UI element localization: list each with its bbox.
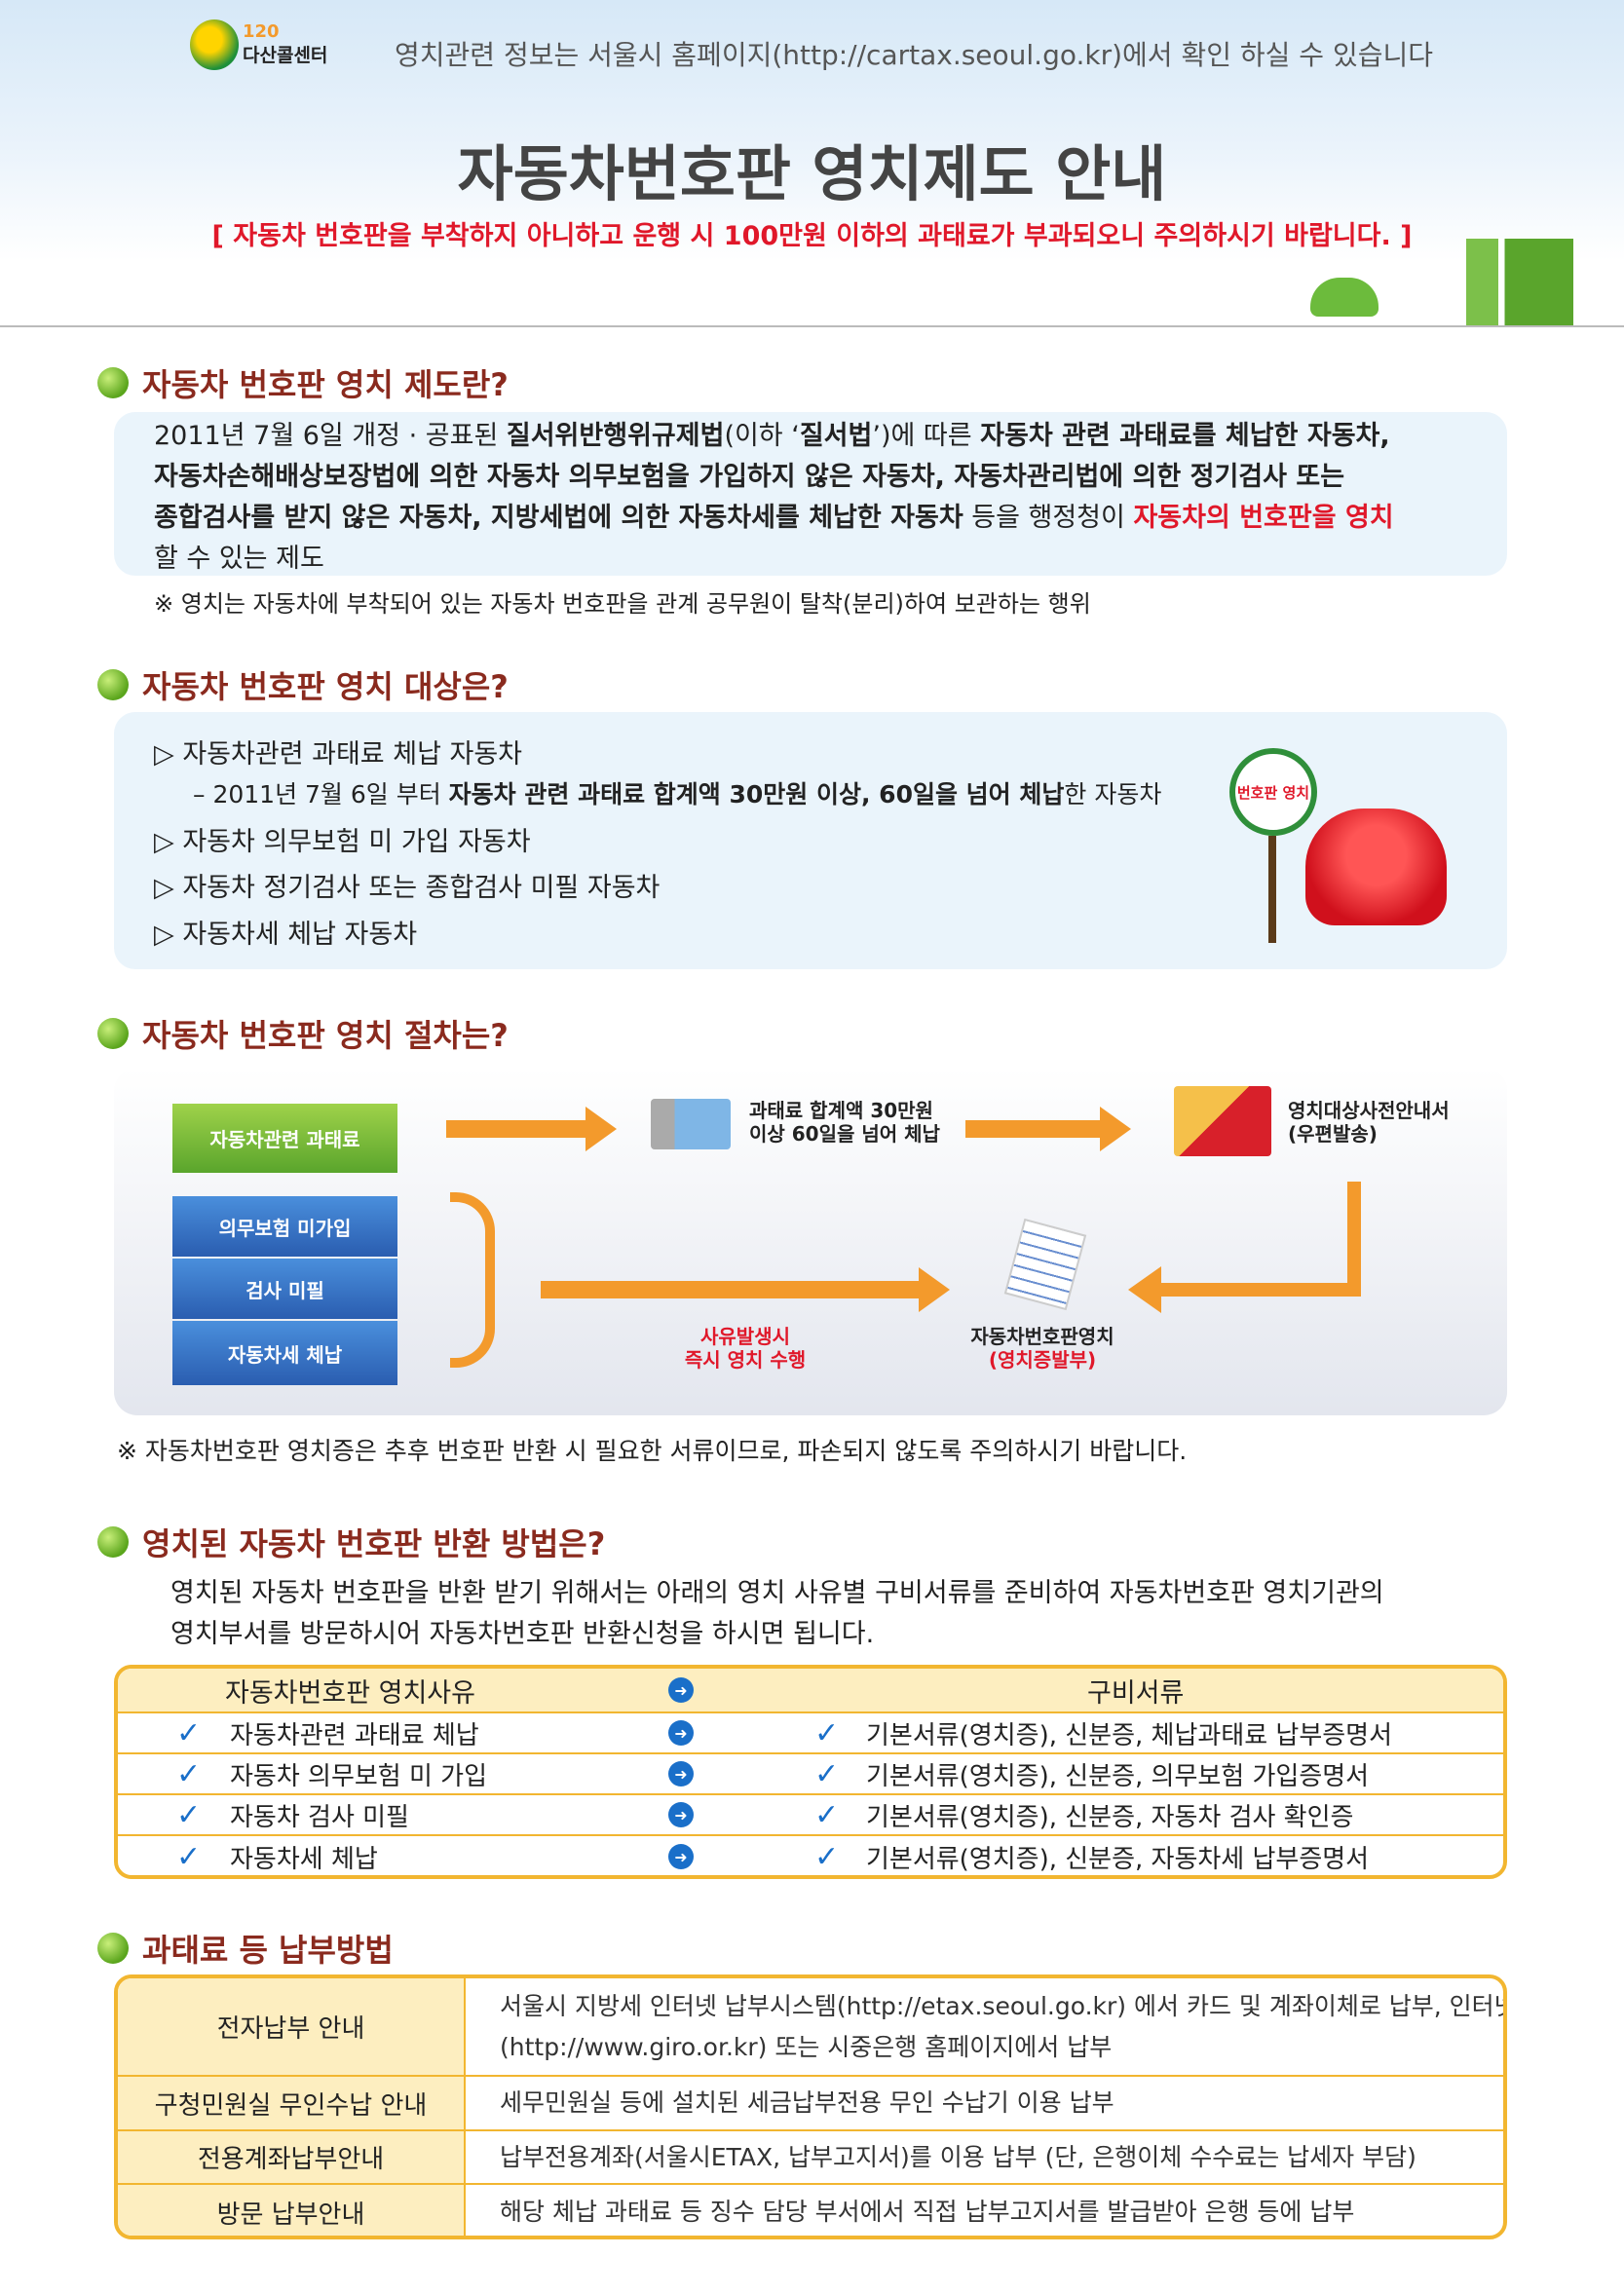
table-row: ✓ 자동차관련 과태료 체납 ➜ ✓ 기본서류(영치증), 신분증, 체납과태료… <box>118 1713 1503 1754</box>
bullet-icon <box>97 1526 129 1558</box>
check-icon: ✓ <box>176 1715 202 1750</box>
return-table: 자동차번호판 영치사유 ➜ 구비서류 ✓ 자동차관련 과태료 체납 ➜ ✓ 기본… <box>114 1665 1507 1879</box>
section-heading-targets: 자동차 번호판 영치 대상은? <box>97 662 509 707</box>
check-icon: ✓ <box>814 1797 840 1832</box>
arrow-circle-icon: ➜ <box>668 1761 694 1786</box>
step-notice: 영치대상사전안내서(우편발송) <box>1288 1099 1450 1146</box>
system-note: ※ 영치는 자동차에 부착되어 있는 자동차 번호판을 관계 공무원이 탈착(분… <box>154 590 1091 618</box>
header-background <box>0 0 1624 326</box>
method-label: 방문 납부안내 <box>216 2200 365 2230</box>
reason: 자동차관련 과태료 체납 <box>230 1720 479 1750</box>
header-info: 영치관련 정보는 서울시 홈페이지(http://cartax.seoul.go… <box>395 39 1434 71</box>
method-label: 전자납부 안내 <box>216 2014 365 2044</box>
reason: 자동차세 체납 <box>230 1844 378 1874</box>
method-description: 세무민원실 등에 설치된 세금납부전용 무인 수납기 이용 납부 <box>500 2088 1114 2117</box>
fine-notice: [ 자동차 번호판을 부착하지 아니하고 운행 시 100만원 이하의 과태료가… <box>211 221 1413 251</box>
bullet-icon <box>97 367 129 398</box>
arrow-right-icon <box>541 1267 950 1312</box>
check-icon: ✓ <box>814 1839 840 1874</box>
target-item: ▷ 자동차관련 과태료 체납 자동차 <box>154 739 523 770</box>
mail-icon <box>1174 1086 1271 1156</box>
connector-line <box>1347 1182 1361 1297</box>
method-label: 전용계좌납부안내 <box>197 2145 385 2174</box>
section-heading-payment: 과태료 등 납부방법 <box>97 1926 394 1971</box>
target-item: ▷ 자동차 정기검사 또는 종합검사 미필 자동차 <box>154 873 661 903</box>
divider <box>0 325 1624 327</box>
return-description: 영치된 자동차 번호판을 반환 받기 위해서는 아래의 영치 사유별 구비서류를… <box>170 1578 1384 1649</box>
documents: 기본서류(영치증), 신분증, 자동차 검사 확인증 <box>866 1802 1354 1832</box>
method-description: 해당 체납 과태료 등 징수 담당 부서에서 직접 납부고지서를 발급받아 은행… <box>500 2198 1355 2226</box>
bullet-icon <box>97 1933 129 1964</box>
target-subitem: – 2011년 7월 6일 부터 자동차 관련 과태료 합계액 30만원 이상,… <box>193 780 1162 809</box>
sign-icon: 번호판 영치 <box>1229 748 1317 836</box>
table-row: ✓ 자동차세 체납 ➜ ✓ 기본서류(영치증), 신분증, 자동차세 납부증명서 <box>118 1836 1503 1875</box>
arrow-right-icon <box>965 1107 1131 1151</box>
system-description: 2011년 7월 6일 개정 · 공표된 질서위반행위규제법(이하 ‘질서법’)… <box>154 421 1394 574</box>
brace-icon <box>450 1192 495 1368</box>
section-heading-return: 영치된 자동차 번호판 반환 방법은? <box>97 1520 605 1564</box>
payment-table: 전자납부 안내 서울시 지방세 인터넷 납부시스템(http://etax.se… <box>114 1974 1507 2239</box>
table-row: 전자납부 안내 서울시 지방세 인터넷 납부시스템(http://etax.se… <box>118 1978 1503 2077</box>
table-row: ✓ 자동차 검사 미필 ➜ ✓ 기본서류(영치증), 신분증, 자동차 검사 확… <box>118 1795 1503 1836</box>
logo-emblem-icon <box>190 19 239 70</box>
table-header: 자동차번호판 영치사유 ➜ 구비서류 <box>118 1669 1503 1713</box>
documents: 기본서류(영치증), 신분증, 체납과태료 납부증명서 <box>866 1720 1393 1750</box>
logo: 120 다산콜센터 <box>190 19 327 70</box>
box-insurance: 의무보험 미가입 <box>172 1196 397 1257</box>
method-description: 서울시 지방세 인터넷 납부시스템(http://etax.seoul.go.k… <box>500 1991 1507 2061</box>
section-heading-procedure: 자동차 번호판 영치 절차는? <box>97 1011 509 1056</box>
target-item: ▷ 자동차 의무보험 미 가입 자동차 <box>154 827 531 857</box>
method-label: 구청민원실 무인수납 안내 <box>154 2090 428 2121</box>
system-box <box>114 412 1507 576</box>
target-item: ▷ 자동차세 체납 자동차 <box>154 920 418 950</box>
red-car-icon <box>1305 809 1447 925</box>
arrow-circle-icon: ➜ <box>668 1677 694 1703</box>
check-icon: ✓ <box>176 1839 202 1874</box>
box-tax: 자동차세 체납 <box>172 1321 397 1385</box>
table-row: 방문 납부안내 해당 체납 과태료 등 징수 담당 부서에서 직접 납부고지서를… <box>118 2185 1503 2236</box>
check-icon: ✓ <box>814 1756 840 1791</box>
method-description: 납부전용계좌(서울시ETAX, 납부고지서)를 이용 납부 (단, 은행이체 수… <box>500 2142 1416 2171</box>
documents: 기본서류(영치증), 신분증, 자동차세 납부증명서 <box>866 1844 1370 1874</box>
reason: 자동차 검사 미필 <box>230 1802 409 1832</box>
check-icon: ✓ <box>176 1756 202 1791</box>
arrow-left-icon <box>1128 1266 1161 1313</box>
reason: 자동차 의무보험 미 가입 <box>230 1761 487 1791</box>
section-heading-system: 자동차 번호판 영치 제도란? <box>97 360 509 405</box>
building-icon <box>1466 239 1573 326</box>
page-title: 자동차번호판 영치제도 안내 <box>457 138 1167 209</box>
bullet-icon <box>97 1018 129 1049</box>
box-fine: 자동차관련 과태료 <box>172 1104 397 1173</box>
arrow-circle-icon: ➜ <box>668 1720 694 1746</box>
check-icon: ✓ <box>814 1715 840 1750</box>
sign-pole <box>1268 836 1276 943</box>
procedure-note: ※ 자동차번호판 영치증은 추후 번호판 반환 시 필요한 서류이므로, 파손되… <box>117 1437 1188 1465</box>
table-row: 구청민원실 무인수납 안내 세무민원실 등에 설치된 세금납부전용 무인 수납기… <box>118 2077 1503 2131</box>
table-row: 전용계좌납부안내 납부전용계좌(서울시ETAX, 납부고지서)를 이용 납부 (… <box>118 2131 1503 2185</box>
arrow-circle-icon: ➜ <box>668 1844 694 1869</box>
arrow-right-icon <box>446 1107 617 1151</box>
documents: 기본서류(영치증), 신분증, 의무보험 가입증명서 <box>866 1761 1370 1791</box>
bullet-icon <box>97 669 129 700</box>
table-row: ✓ 자동차 의무보험 미 가입 ➜ ✓ 기본서류(영치증), 신분증, 의무보험… <box>118 1754 1503 1795</box>
car-icon <box>1310 278 1379 317</box>
box-inspection: 검사 미필 <box>172 1259 397 1319</box>
check-icon: ✓ <box>176 1797 202 1832</box>
plate-seizure: 자동차번호판영치(영치증발부) <box>970 1325 1114 1372</box>
connector-line <box>1159 1283 1361 1297</box>
coins-icon <box>651 1099 731 1149</box>
arrow-circle-icon: ➜ <box>668 1802 694 1827</box>
